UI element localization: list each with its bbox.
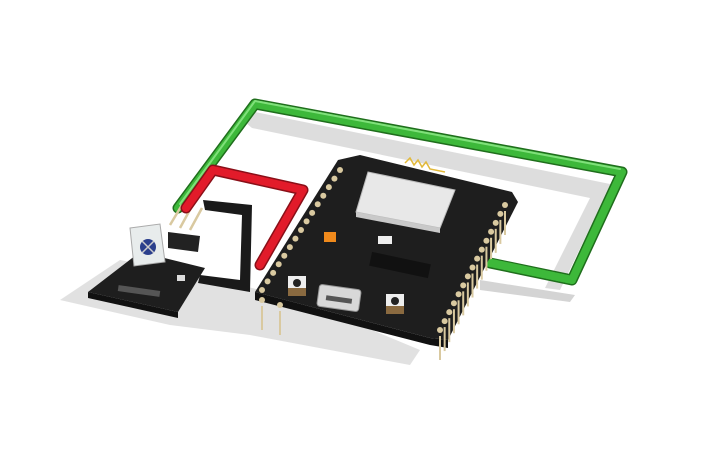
pin	[298, 227, 304, 233]
antenna-trace	[404, 156, 446, 173]
flash-button	[386, 294, 404, 314]
pin	[259, 287, 265, 293]
pin	[474, 255, 481, 262]
pin	[446, 309, 453, 316]
red-wire	[180, 164, 309, 271]
pin	[497, 210, 504, 217]
pin	[460, 282, 467, 289]
pin	[483, 237, 490, 244]
pin	[437, 327, 443, 333]
pin	[441, 318, 448, 325]
header-pins	[259, 167, 508, 360]
black-jumper	[198, 200, 252, 292]
pin	[502, 202, 508, 208]
pin	[281, 252, 288, 259]
pin	[320, 192, 327, 199]
pin	[464, 273, 471, 280]
pin	[337, 167, 343, 173]
pin	[478, 246, 485, 253]
pin	[277, 302, 283, 308]
pin	[450, 300, 457, 307]
pin	[455, 291, 462, 298]
orange-smd	[324, 232, 336, 242]
reset-button	[288, 276, 306, 296]
pin	[469, 264, 476, 271]
pin	[292, 235, 299, 242]
esp-dev-board	[255, 155, 518, 360]
pin	[331, 175, 338, 182]
pin	[259, 297, 265, 303]
pin	[309, 209, 316, 216]
pin	[303, 218, 310, 225]
pin	[286, 244, 293, 251]
pin	[314, 201, 321, 208]
ir-sensor-module	[88, 204, 205, 318]
green-wire-end	[488, 259, 576, 284]
pin	[270, 269, 277, 276]
pin	[275, 261, 282, 268]
pin	[325, 184, 332, 191]
pin	[264, 278, 271, 285]
pin	[488, 228, 495, 235]
pin	[492, 219, 499, 226]
